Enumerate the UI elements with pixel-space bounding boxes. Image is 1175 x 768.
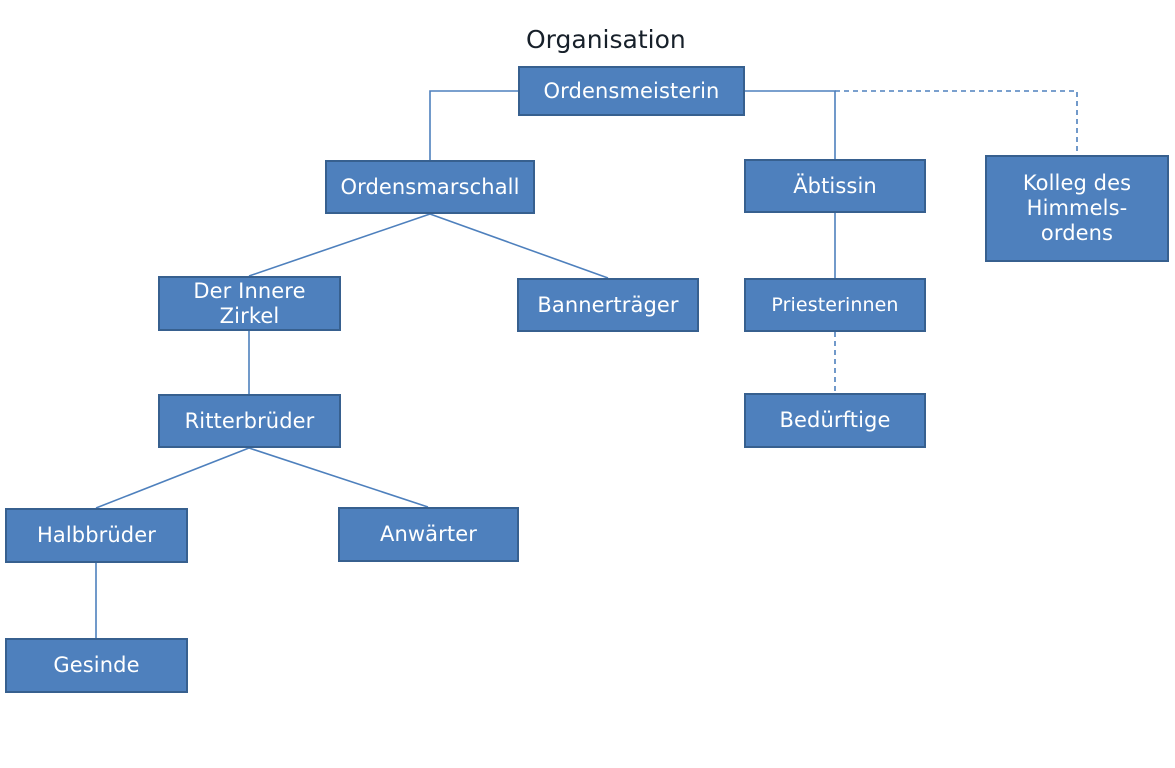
node-priesterinnen[interactable]: Priesterinnen [744,278,926,332]
edge-ritterbrueder-anwaerter [248,447,429,508]
edge-ordensmarschall-bannertraeger [429,213,609,279]
node-halbbrueder[interactable]: Halbbrüder [5,508,188,563]
edge-ordensmeisterin-kolleg [835,90,1078,155]
node-der-innere-zirkel[interactable]: Der Innere Zirkel [158,276,341,331]
node-bannertraeger[interactable]: Bannerträger [517,278,699,332]
node-aebtissin[interactable]: Äbtissin [744,159,926,213]
diagram-title: Organisation [526,25,686,54]
node-anwaerter[interactable]: Anwärter [338,507,519,562]
edge-ordensmeisterin-aebtissin [745,90,836,159]
node-kolleg-des-himmelsordens[interactable]: Kolleg des Himmels- ordens [985,155,1169,262]
node-gesinde[interactable]: Gesinde [5,638,188,693]
edge-ordensmarschall-innerer-zirkel [248,213,431,277]
edge-ritterbrueder-halbbrueder [95,447,250,509]
node-ordensmarschall[interactable]: Ordensmarschall [325,160,535,214]
node-beduerftige[interactable]: Bedürftige [744,393,926,448]
node-ordensmeisterin[interactable]: Ordensmeisterin [518,66,745,116]
edge-ordensmeisterin-ordensmarschall [429,90,518,160]
node-ritterbrueder[interactable]: Ritterbrüder [158,394,341,448]
